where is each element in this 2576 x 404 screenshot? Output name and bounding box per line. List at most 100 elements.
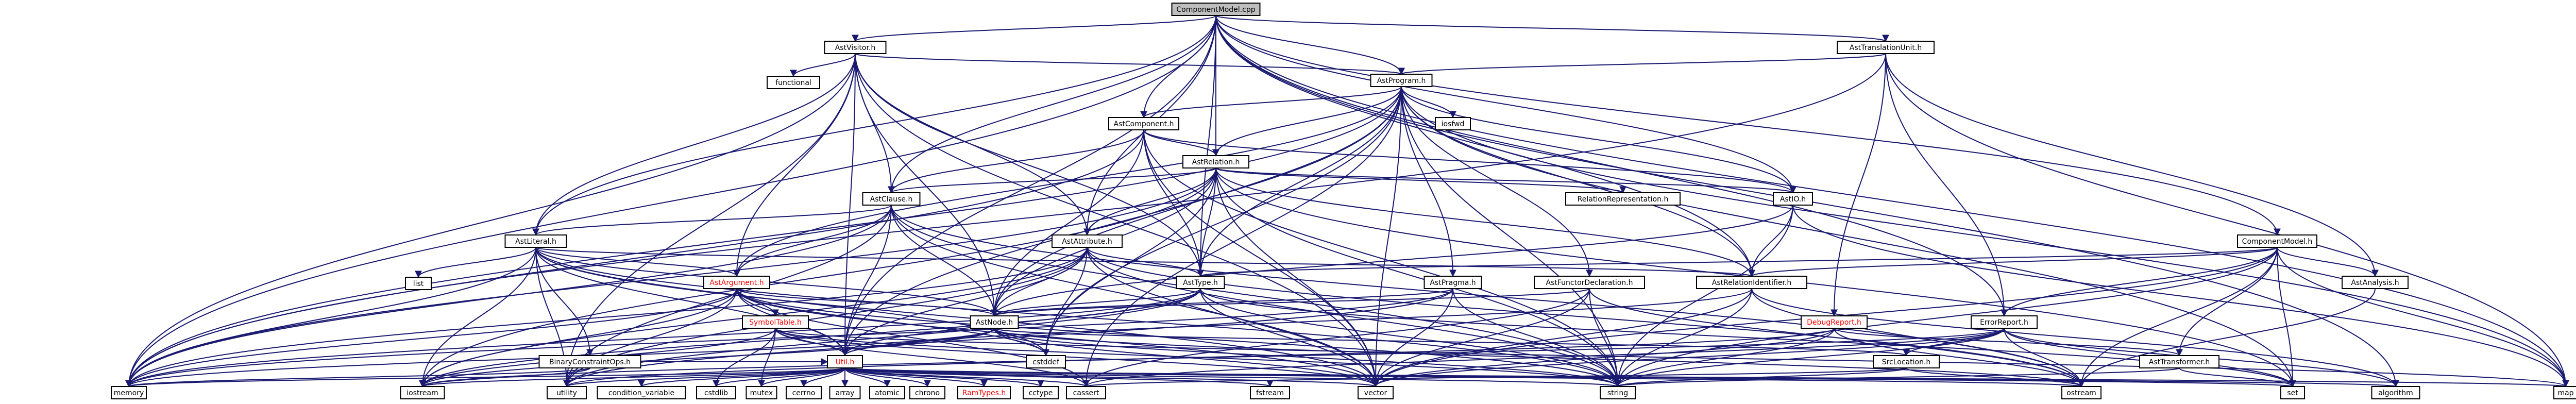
node-errorreport-h[interactable]: ErrorReport.h xyxy=(1971,315,2038,329)
node-debugreport-h[interactable]: DebugReport.h xyxy=(1801,315,1868,329)
node-componentmodel-cpp[interactable]: ComponentModel.cpp xyxy=(1171,3,1261,16)
edge-astio-h-to-astnode-h xyxy=(991,205,1793,317)
node-iosfwd[interactable]: iosfwd xyxy=(1435,117,1471,130)
edge-astvisitor-h-to-functional xyxy=(790,53,856,77)
node-cerrno[interactable]: cerrno xyxy=(786,386,822,399)
node-box xyxy=(1873,355,1940,368)
node-label: AstPragma.h xyxy=(1430,279,1476,287)
node-label: map xyxy=(2557,389,2573,397)
node-box xyxy=(504,234,567,248)
node-cstddef[interactable]: cstddef xyxy=(1026,355,1066,368)
edge-componentmodel-cpp-to-astclause-h xyxy=(888,15,1216,194)
node-astcomponent-h[interactable]: AstComponent.h xyxy=(1108,117,1179,130)
edge-astrelation-h-to-astclause-h xyxy=(888,167,1216,194)
node-label: AstNode.h xyxy=(976,318,1013,327)
edge-astargument-h-to-vector xyxy=(736,288,1379,388)
node-memory[interactable]: memory xyxy=(111,386,147,399)
node-astliteral-h[interactable]: AstLiteral.h xyxy=(504,234,567,248)
node-set[interactable]: set xyxy=(2280,386,2305,399)
edge-asttype-h-to-astnode-h xyxy=(991,288,1201,317)
node-chrono[interactable]: chrono xyxy=(909,386,945,399)
edge-asttype-h-to-string xyxy=(1200,288,1621,388)
node-label: cctype xyxy=(1029,389,1053,397)
node-astvisitor-h[interactable]: AstVisitor.h xyxy=(824,41,887,54)
node-astnode-h[interactable]: AstNode.h xyxy=(970,315,1019,329)
node-label: utility xyxy=(556,389,577,397)
edge-componentmodel-cpp-to-astio-h xyxy=(1215,15,1797,194)
node-list[interactable]: list xyxy=(405,277,432,290)
node-relationrepresentation-h[interactable]: RelationRepresentation.h xyxy=(1565,192,1681,206)
edge-componentmodel-h-to-astrelationidentifier-h xyxy=(1748,247,2278,277)
node-astargument-h[interactable]: AstArgument.h xyxy=(703,276,770,289)
node-atomic[interactable]: atomic xyxy=(869,386,905,399)
node-map[interactable]: map xyxy=(2553,386,2576,399)
node-astanalysis-h[interactable]: AstAnalysis.h xyxy=(2342,276,2409,289)
edge-astrelation-h-to-vector xyxy=(1215,167,1379,388)
node-label: algorithm xyxy=(2378,389,2413,397)
node-box xyxy=(862,192,921,206)
node-astrelationidentifier-h[interactable]: AstRelationIdentifier.h xyxy=(1696,276,1807,289)
edge-astrelation-h-to-relationrepresentation-h xyxy=(1215,167,1626,194)
node-label: AstComponent.h xyxy=(1114,120,1174,128)
node-box xyxy=(970,315,1019,329)
node-box xyxy=(1176,276,1225,289)
node-asttransformer-h[interactable]: AstTransformer.h xyxy=(2139,355,2219,368)
edge-astnode-h-to-iostream xyxy=(419,328,995,388)
node-astattribute-h[interactable]: AstAttribute.h xyxy=(1052,234,1123,248)
node-box xyxy=(1534,276,1645,289)
node-box xyxy=(1565,192,1681,206)
edge-astprogram-h-to-astargument-h xyxy=(733,86,1402,277)
node-componentmodel-h[interactable]: ComponentModel.h xyxy=(2237,234,2317,248)
node-label: memory xyxy=(114,389,144,397)
edge-asttranslationunit-h-to-map xyxy=(1885,53,2569,388)
edge-astcomponent-h-to-astnode-h xyxy=(991,129,1144,317)
node-astrelation-h[interactable]: AstRelation.h xyxy=(1182,155,1249,169)
edge-componentmodel-h-to-asttransformer-h xyxy=(2176,247,2278,357)
node-binaryconstraintops-h[interactable]: BinaryConstraintOps.h xyxy=(538,355,641,368)
node-fstream[interactable]: fstream xyxy=(1250,386,1290,399)
edge-astrelation-h-to-astrelationidentifier-h xyxy=(1215,167,1755,277)
node-string[interactable]: string xyxy=(1600,386,1636,399)
edge-astattribute-h-to-cstddef xyxy=(1042,247,1088,357)
edge-astpragma-h-to-astnode-h xyxy=(991,288,1453,317)
node-label: AstClause.h xyxy=(870,195,913,204)
node-astfunctordeclaration-h[interactable]: AstFunctorDeclaration.h xyxy=(1534,276,1645,289)
node-box xyxy=(1370,74,1433,87)
node-util-h[interactable]: Util.h xyxy=(827,355,863,368)
node-label: vector xyxy=(1364,389,1387,397)
node-mutex[interactable]: mutex xyxy=(745,386,777,399)
node-array[interactable]: array xyxy=(829,386,861,399)
edge-astprogram-h-to-vector xyxy=(1372,86,1402,388)
node-label: AstIO.h xyxy=(1780,195,1806,204)
node-label: string xyxy=(1607,389,1628,397)
node-label: ostream xyxy=(2066,389,2096,397)
edge-componentmodel-h-to-map xyxy=(2277,247,2569,388)
node-box xyxy=(1358,386,1394,399)
node-astprogram-h[interactable]: AstProgram.h xyxy=(1370,74,1433,87)
edge-astvisitor-h-to-vector xyxy=(855,53,1379,388)
node-algorithm[interactable]: algorithm xyxy=(2371,386,2420,399)
node-condition-variable[interactable]: condition_variable xyxy=(597,386,686,399)
node-astio-h[interactable]: AstIO.h xyxy=(1773,192,1813,206)
edge-astrelationidentifier-h-to-string xyxy=(1614,288,1752,388)
node-label: RamTypes.h xyxy=(962,389,1006,397)
node-iostream[interactable]: iostream xyxy=(400,386,445,399)
node-label: ErrorReport.h xyxy=(1980,318,2028,327)
node-utility[interactable]: utility xyxy=(547,386,587,399)
node-ostream[interactable]: ostream xyxy=(2061,386,2102,399)
node-box xyxy=(2061,386,2102,399)
node-functional[interactable]: functional xyxy=(767,76,820,89)
node-srclocation-h[interactable]: SrcLocation.h xyxy=(1873,355,1940,368)
node-cstdlib[interactable]: cstdlib xyxy=(696,386,736,399)
node-box xyxy=(597,386,686,399)
node-astpragma-h[interactable]: AstPragma.h xyxy=(1423,276,1482,289)
node-cctype[interactable]: cctype xyxy=(1023,386,1059,399)
node-ramtypes-h[interactable]: RamTypes.h xyxy=(957,386,1011,399)
node-symboltable-h[interactable]: SymbolTable.h xyxy=(742,315,809,329)
node-asttype-h[interactable]: AstType.h xyxy=(1176,276,1225,289)
node-vector[interactable]: vector xyxy=(1358,386,1394,399)
node-asttranslationunit-h[interactable]: AstTranslationUnit.h xyxy=(1837,41,1935,54)
node-cassert[interactable]: cassert xyxy=(1066,386,1106,399)
node-astclause-h[interactable]: AstClause.h xyxy=(862,192,921,206)
edge-astpragma-h-to-string xyxy=(1452,288,1621,388)
